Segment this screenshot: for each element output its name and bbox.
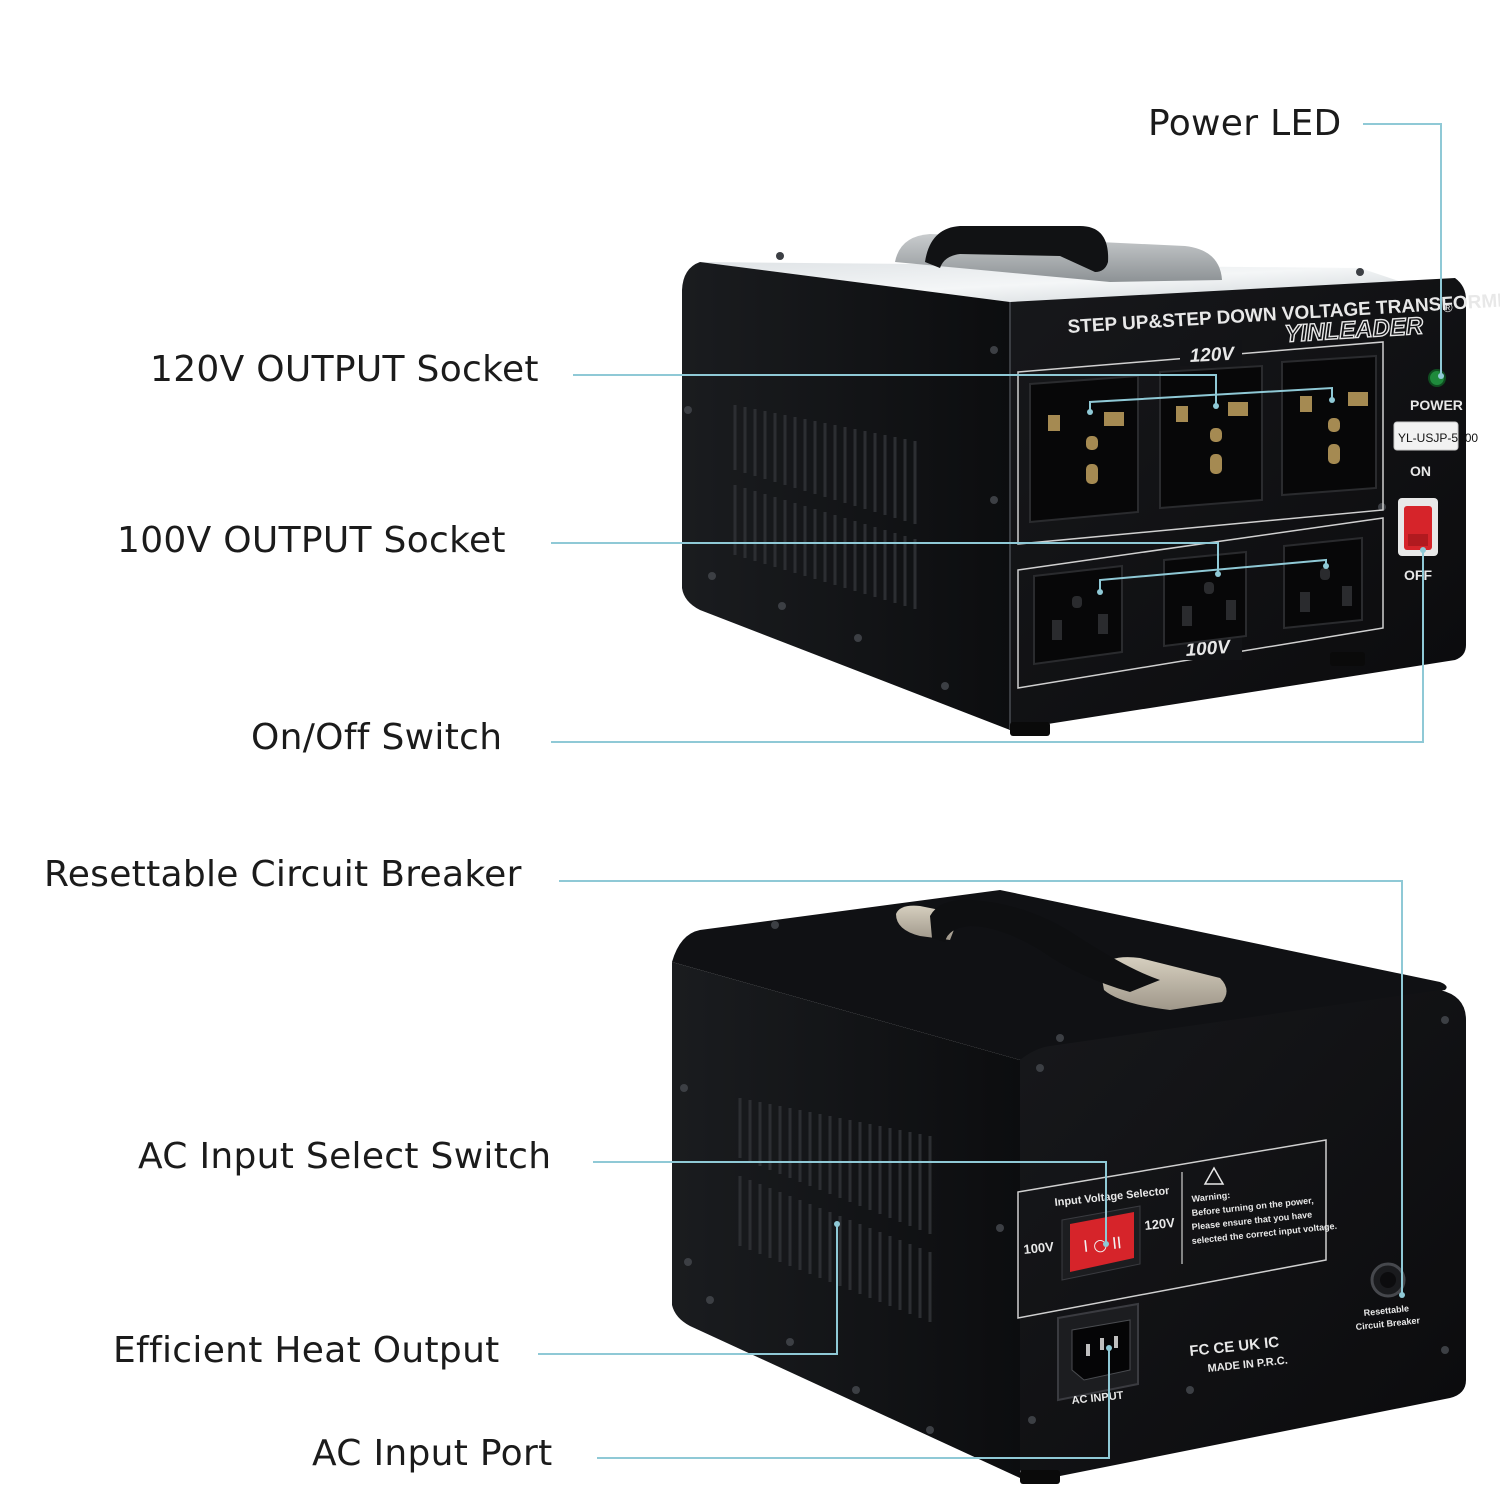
off-label: OFF	[1404, 567, 1432, 583]
leader-on-off	[551, 550, 1424, 743]
leader-select-switch	[593, 1161, 1107, 1244]
carry-handle	[895, 226, 1222, 282]
callout-efficient-heat-output: Efficient Heat Output	[113, 1330, 500, 1371]
leader-120v-branch	[1089, 386, 1333, 412]
registered-mark: ®	[1443, 300, 1453, 315]
socket-120v-1	[1029, 374, 1139, 524]
ac-input-port[interactable]	[1057, 1302, 1139, 1402]
callout-100v-output-socket: 100V OUTPUT Socket	[117, 520, 506, 561]
callout-on-off-switch: On/Off Switch	[251, 717, 503, 758]
output-120v-sockets	[1029, 354, 1377, 524]
leader-heat-output	[538, 1224, 838, 1355]
panel-screws	[684, 252, 1386, 690]
side-panel	[672, 962, 1020, 1478]
carry-handle	[896, 899, 1227, 1010]
output-100v-frame	[1017, 517, 1384, 689]
leader-breaker	[559, 880, 1403, 1295]
model-label: YL-USJP-5000	[1398, 431, 1478, 445]
warning-title: Warning:	[1191, 1190, 1231, 1204]
on-off-switch[interactable]	[1398, 498, 1438, 556]
panel-screws	[680, 921, 1449, 1434]
callout-power-led: Power LED	[1148, 103, 1342, 144]
switch-symbol-icon: I ○ II	[1082, 1233, 1122, 1256]
leader-ac-input	[597, 1348, 1110, 1459]
output-120v-label: 120V	[1189, 344, 1236, 367]
selector-100v-label: 100V	[1023, 1239, 1055, 1257]
socket-100v-1	[1033, 564, 1123, 666]
breaker-label-line-1: Resettable	[1363, 1303, 1409, 1318]
leader-power-led	[1363, 123, 1442, 376]
output-120v-frame	[1017, 341, 1384, 545]
rear-label-frame	[1017, 1139, 1327, 1319]
callout-ac-input-select-switch: AC Input Select Switch	[138, 1136, 552, 1177]
callout-ac-input-port: AC Input Port	[312, 1433, 553, 1474]
selector-120v-label: 120V	[1144, 1215, 1176, 1233]
ac-input-label: AC INPUT	[1071, 1390, 1124, 1407]
power-label: POWER	[1410, 397, 1463, 413]
leader-100v	[551, 542, 1219, 574]
warning-icon	[1203, 1166, 1225, 1185]
side-vents-upper	[738, 1098, 932, 1234]
side-vents-upper	[733, 405, 917, 524]
ac-input-select-switch[interactable]: I ○ II	[1061, 1205, 1141, 1281]
transformer-front-unit: STEP UP&STEP DOWN VOLTAGE TRANSFORMER YI…	[682, 226, 1500, 736]
callout-120v-output-socket: 120V OUTPUT Socket	[150, 349, 539, 390]
side-vents-lower	[738, 1176, 932, 1322]
on-label: ON	[1410, 463, 1431, 479]
callout-leader-lines	[538, 123, 1442, 1459]
socket-100v-3	[1283, 536, 1363, 630]
resettable-circuit-breaker[interactable]	[1370, 1262, 1406, 1298]
callout-resettable-circuit-breaker: Resettable Circuit Breaker	[44, 854, 522, 895]
socket-100v-2	[1163, 550, 1247, 648]
transformer-rear-unit: Input Voltage Selector 100V 120V I ○ II …	[672, 890, 1466, 1484]
